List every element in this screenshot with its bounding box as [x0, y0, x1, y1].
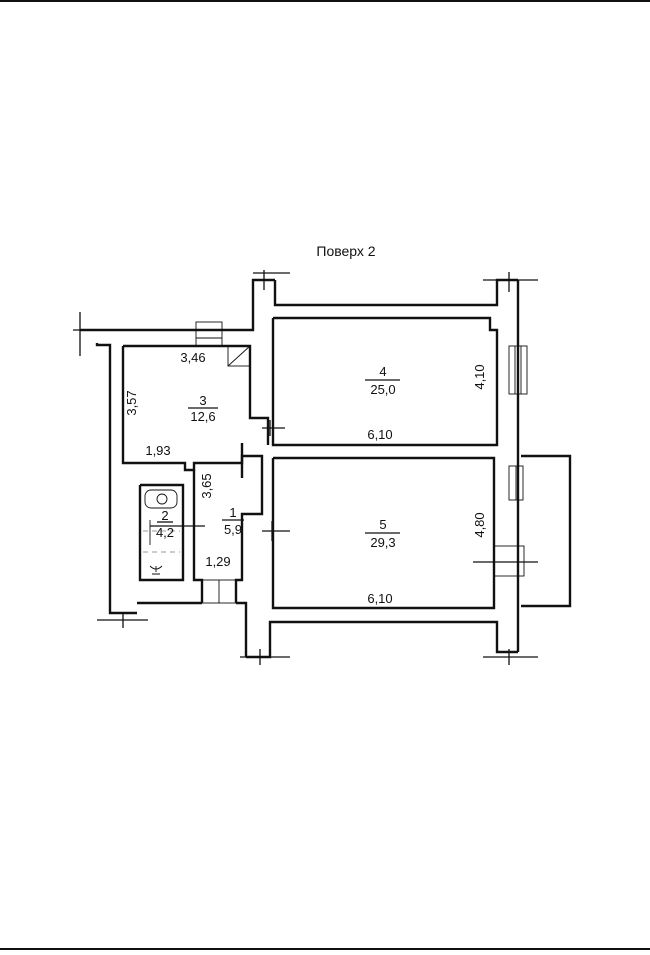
room-1: 3,65 1,29 1 5,9 — [192, 454, 264, 604]
room-5-number: 5 — [379, 517, 386, 532]
outer-marks — [73, 270, 538, 665]
room-3: 3,46 3,57 1,93 3 12,6 — [121, 321, 270, 472]
room-2-number: 2 — [161, 508, 168, 523]
room-3-area: 12,6 — [190, 409, 215, 424]
room-5-area: 29,3 — [370, 535, 395, 550]
dim-room5-bottom: 6,10 — [367, 591, 392, 606]
dim-room4-right: 4,10 — [472, 364, 487, 389]
room-2-area: 4,2 — [156, 525, 174, 540]
outer-walls — [80, 278, 520, 659]
dim-room1-bottom: 1,29 — [205, 554, 230, 569]
room-1-number: 1 — [229, 505, 236, 520]
room-1-area: 5,9 — [224, 522, 242, 537]
dim-room3-bottom: 1,93 — [145, 443, 170, 458]
room-4-number: 4 — [379, 364, 386, 379]
dim-room3-top: 3,46 — [180, 350, 205, 365]
room-2: 2 4,2 — [138, 483, 205, 582]
room-3-number: 3 — [199, 393, 206, 408]
room-5: 5 29,3 4,80 6,10 — [262, 454, 572, 610]
room-4: 4 25,0 4,10 6,10 — [262, 316, 528, 447]
dim-room4-bottom: 6,10 — [367, 427, 392, 442]
dim-room5-right: 4,80 — [472, 512, 487, 537]
floor-title: Поверх 2 — [316, 243, 375, 259]
dim-room1-height: 3,65 — [199, 473, 214, 498]
room-4-area: 25,0 — [370, 382, 395, 397]
dim-room3-left: 3,57 — [124, 390, 139, 415]
